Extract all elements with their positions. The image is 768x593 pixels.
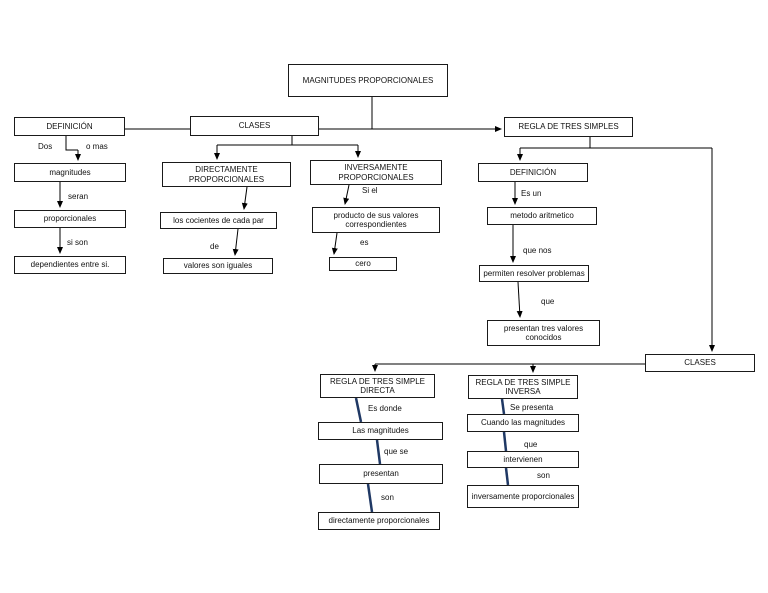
node-dependientes-entre-si: dependientes entre si. — [14, 256, 126, 274]
node-inversamente-proporcionales: INVERSAMENTE PROPORCIONALES — [310, 160, 442, 185]
node-definicion-left: DEFINICIÓN — [14, 117, 125, 136]
node-los-cocientes: los cocientes de cada par — [160, 212, 277, 229]
node-presentan-tres-valores: presentan tres valores conocidos — [487, 320, 600, 346]
edge-label-es: es — [360, 238, 369, 247]
node-valores-son-iguales: valores son iguales — [163, 258, 273, 274]
edge-label-que-inversa: que — [524, 440, 538, 449]
navy-connectors — [354, 397, 510, 513]
node-metodo-aritmetico: metodo aritmetico — [487, 207, 597, 225]
node-permiten-resolver: permiten resolver problemas — [479, 265, 589, 282]
node-intervienen: intervienen — [467, 451, 579, 468]
node-definicion-right: DEFINICIÓN — [478, 163, 588, 182]
edge-label-o-mas: o mas — [86, 142, 108, 151]
node-clases-top: CLASES — [190, 116, 319, 136]
edge-label-que-se: que se — [384, 447, 409, 456]
node-inversamente-proporcionales-leaf: inversamente proporcionales — [467, 485, 579, 508]
node-regla-simple-inversa: REGLA DE TRES SIMPLE INVERSA — [468, 375, 578, 399]
edge-label-si-son: si son — [67, 238, 88, 247]
node-directamente-proporcionales-leaf: directamente proporcionales — [318, 512, 440, 530]
edge-label-que-right: que — [541, 297, 555, 306]
node-las-magnitudes: Las magnitudes — [318, 422, 443, 440]
edge-label-dos: Dos — [38, 142, 53, 151]
edge-label-que-nos: que nos — [523, 246, 552, 255]
node-regla-de-tres-simples: REGLA DE TRES SIMPLES — [504, 117, 633, 137]
edge-label-si-el: Si el — [362, 186, 378, 195]
node-presentan: presentan — [319, 464, 443, 484]
edge-label-de: de — [210, 242, 219, 251]
node-regla-simple-directa: REGLA DE TRES SIMPLE DIRECTA — [320, 374, 435, 398]
edge-label-seran: seran — [68, 192, 89, 201]
node-proporcionales: proporcionales — [14, 210, 126, 228]
node-cuando-las-magnitudes: Cuando las magnitudes — [467, 414, 579, 432]
node-clases-right: CLASES — [645, 354, 755, 372]
node-producto-valores: producto de sus valores correspondientes — [312, 207, 440, 233]
edge-label-son-inversa: son — [537, 471, 550, 480]
node-magnitudes: magnitudes — [14, 163, 126, 182]
edge-label-es-donde: Es donde — [368, 404, 402, 413]
edge-label-se-presenta: Se presenta — [510, 403, 554, 412]
edge-label-es-un: Es un — [521, 189, 542, 198]
node-directamente-proporcionales: DIRECTAMENTE PROPORCIONALES — [162, 162, 291, 187]
black-connectors — [57, 97, 715, 373]
edge-label-son-directa: son — [381, 493, 394, 502]
node-cero: cero — [329, 257, 397, 271]
node-magnitudes-proporcionales: MAGNITUDES PROPORCIONALES — [288, 64, 448, 97]
